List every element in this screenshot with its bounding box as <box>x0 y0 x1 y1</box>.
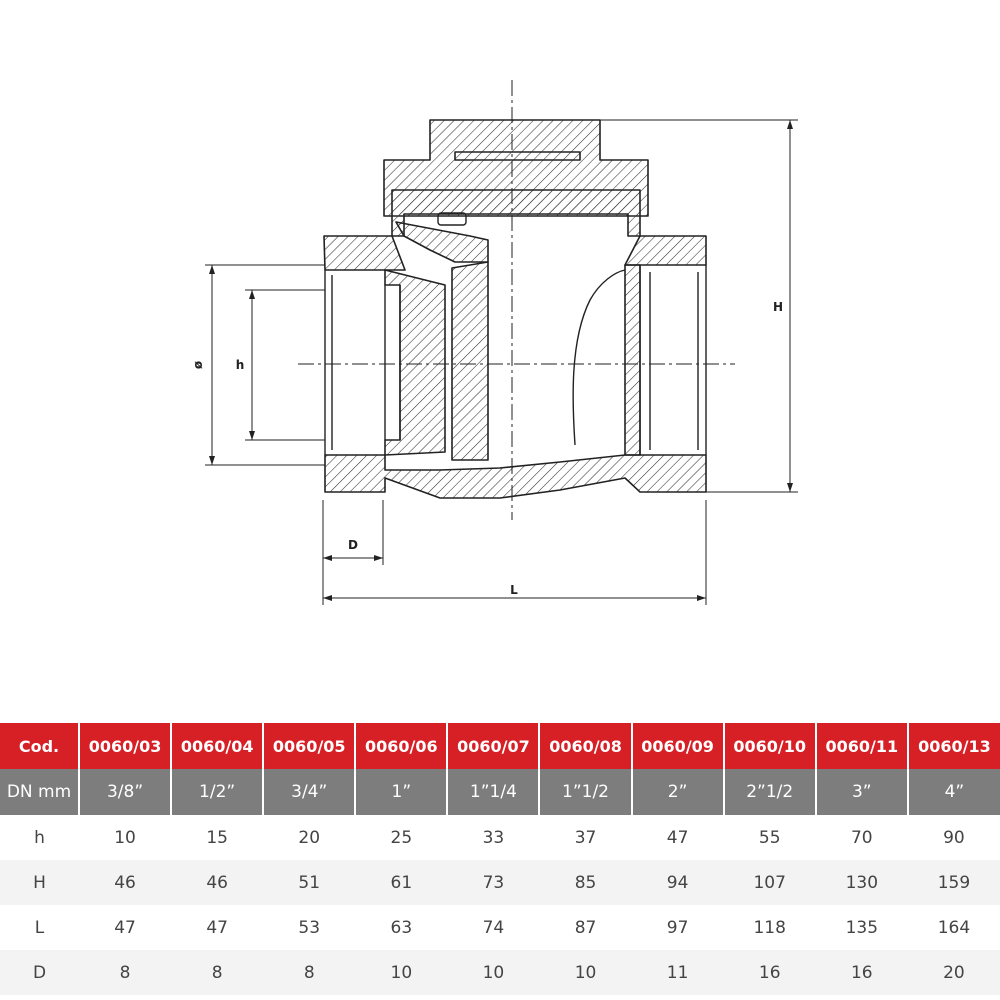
table-cell: 135 <box>845 917 879 938</box>
code-cell: 0060/10 <box>723 723 817 769</box>
dn-cell: 1”1/2 <box>539 769 633 815</box>
table-cell: 90 <box>943 827 965 848</box>
table-cell: 85 <box>539 860 632 905</box>
dim-label-H: H <box>773 300 783 314</box>
table-cell: 118 <box>753 917 786 938</box>
table-cell: 37 <box>574 827 597 848</box>
table-cell: 8 <box>79 950 172 995</box>
dn-cell: 1” <box>355 769 449 815</box>
dn-cell: 1/2” <box>171 769 265 815</box>
table-cell: 25 <box>390 827 413 848</box>
row-label: h <box>34 827 45 848</box>
table-cell: 8 <box>263 950 356 995</box>
code-cell: 0060/07 <box>447 723 541 769</box>
row-label: D <box>0 950 79 995</box>
table-cell: 15 <box>206 827 228 848</box>
table-cell: 107 <box>723 860 816 905</box>
table-cell: 47 <box>666 827 689 848</box>
table-cell: 20 <box>907 950 1000 995</box>
code-cell: 0060/13 <box>907 723 1000 769</box>
dn-cell: 2” <box>631 769 725 815</box>
table-cell: 159 <box>907 860 1000 905</box>
table-cell: 47 <box>114 917 136 938</box>
table-cell: 61 <box>355 860 448 905</box>
table-row: H 46 46 51 61 73 85 94 107 130 159 <box>0 860 1000 905</box>
table-cell: 10 <box>355 950 448 995</box>
table-cell: 47 <box>206 917 228 938</box>
body-top-right <box>624 235 707 266</box>
table-cell: 164 <box>937 917 971 938</box>
table-cell: 87 <box>574 917 597 938</box>
dn-cell: 4” <box>907 769 1000 815</box>
dn-cell: 2”1/2 <box>723 769 817 815</box>
dim-label-h: h <box>236 358 245 372</box>
hinge-arm <box>395 221 489 263</box>
right-passage <box>624 264 641 456</box>
valve-technical-drawing: ø h H D L <box>191 80 798 605</box>
dn-cell: 3” <box>815 769 909 815</box>
table-cell: 10 <box>114 827 136 848</box>
dim-label-phi: ø <box>191 361 205 369</box>
table-cell: 33 <box>482 827 505 848</box>
table-cell: 53 <box>298 917 321 938</box>
dn-cell: 3/4” <box>263 769 357 815</box>
code-header-row: Cod. 0060/03 0060/04 0060/05 0060/06 006… <box>0 723 1000 769</box>
left-seat <box>384 269 446 456</box>
code-cell: 0060/11 <box>815 723 909 769</box>
code-cell: 0060/08 <box>539 723 633 769</box>
table-cell: 51 <box>263 860 356 905</box>
code-cell: 0060/09 <box>631 723 725 769</box>
table-cell: 94 <box>631 860 724 905</box>
body-top-left <box>323 235 406 271</box>
table-cell: 46 <box>79 860 172 905</box>
table-cell: 74 <box>482 917 505 938</box>
dn-row: DN mm 3/8” 1/2” 3/4” 1” 1”1/4 1”1/2 2” 2… <box>0 769 1000 815</box>
code-cell: 0060/06 <box>355 723 449 769</box>
table-row: h 10 15 20 25 33 37 47 55 70 90 <box>0 815 1000 860</box>
code-cell: 0060/04 <box>171 723 265 769</box>
table-cell: 8 <box>171 950 264 995</box>
dim-label-L: L <box>510 583 518 597</box>
table-cell: 10 <box>539 950 632 995</box>
dn-cell: 3/8” <box>79 769 173 815</box>
table-cell: 73 <box>447 860 540 905</box>
table-cell: 11 <box>631 950 724 995</box>
table-cell: 16 <box>815 950 908 995</box>
code-cell: 0060/03 <box>79 723 173 769</box>
dim-label-D: D <box>348 538 358 552</box>
body-bottom <box>324 454 707 499</box>
table-cell: 97 <box>666 917 689 938</box>
swing-disc <box>451 261 489 461</box>
table-cell: 63 <box>390 917 413 938</box>
body-collar <box>391 189 641 237</box>
dimension-table: Cod. 0060/03 0060/04 0060/05 0060/06 006… <box>0 723 1000 995</box>
table-cell: 55 <box>758 827 781 848</box>
table-row: L 47 47 53 63 74 87 97 118 135 164 <box>0 905 1000 950</box>
table-cell: 46 <box>171 860 264 905</box>
code-header-label: Cod. <box>0 723 80 769</box>
code-cell: 0060/05 <box>263 723 357 769</box>
row-label: H <box>0 860 79 905</box>
table-row: D 8 8 8 10 10 10 11 16 16 20 <box>0 950 1000 995</box>
table-cell: 70 <box>850 827 873 848</box>
table-cell: 16 <box>723 950 816 995</box>
dn-label: DN mm <box>0 769 80 815</box>
table-cell: 130 <box>815 860 908 905</box>
dn-cell: 1”1/4 <box>447 769 541 815</box>
table-cell: 20 <box>298 827 321 848</box>
table-cell: 10 <box>447 950 540 995</box>
row-label: L <box>34 917 45 938</box>
